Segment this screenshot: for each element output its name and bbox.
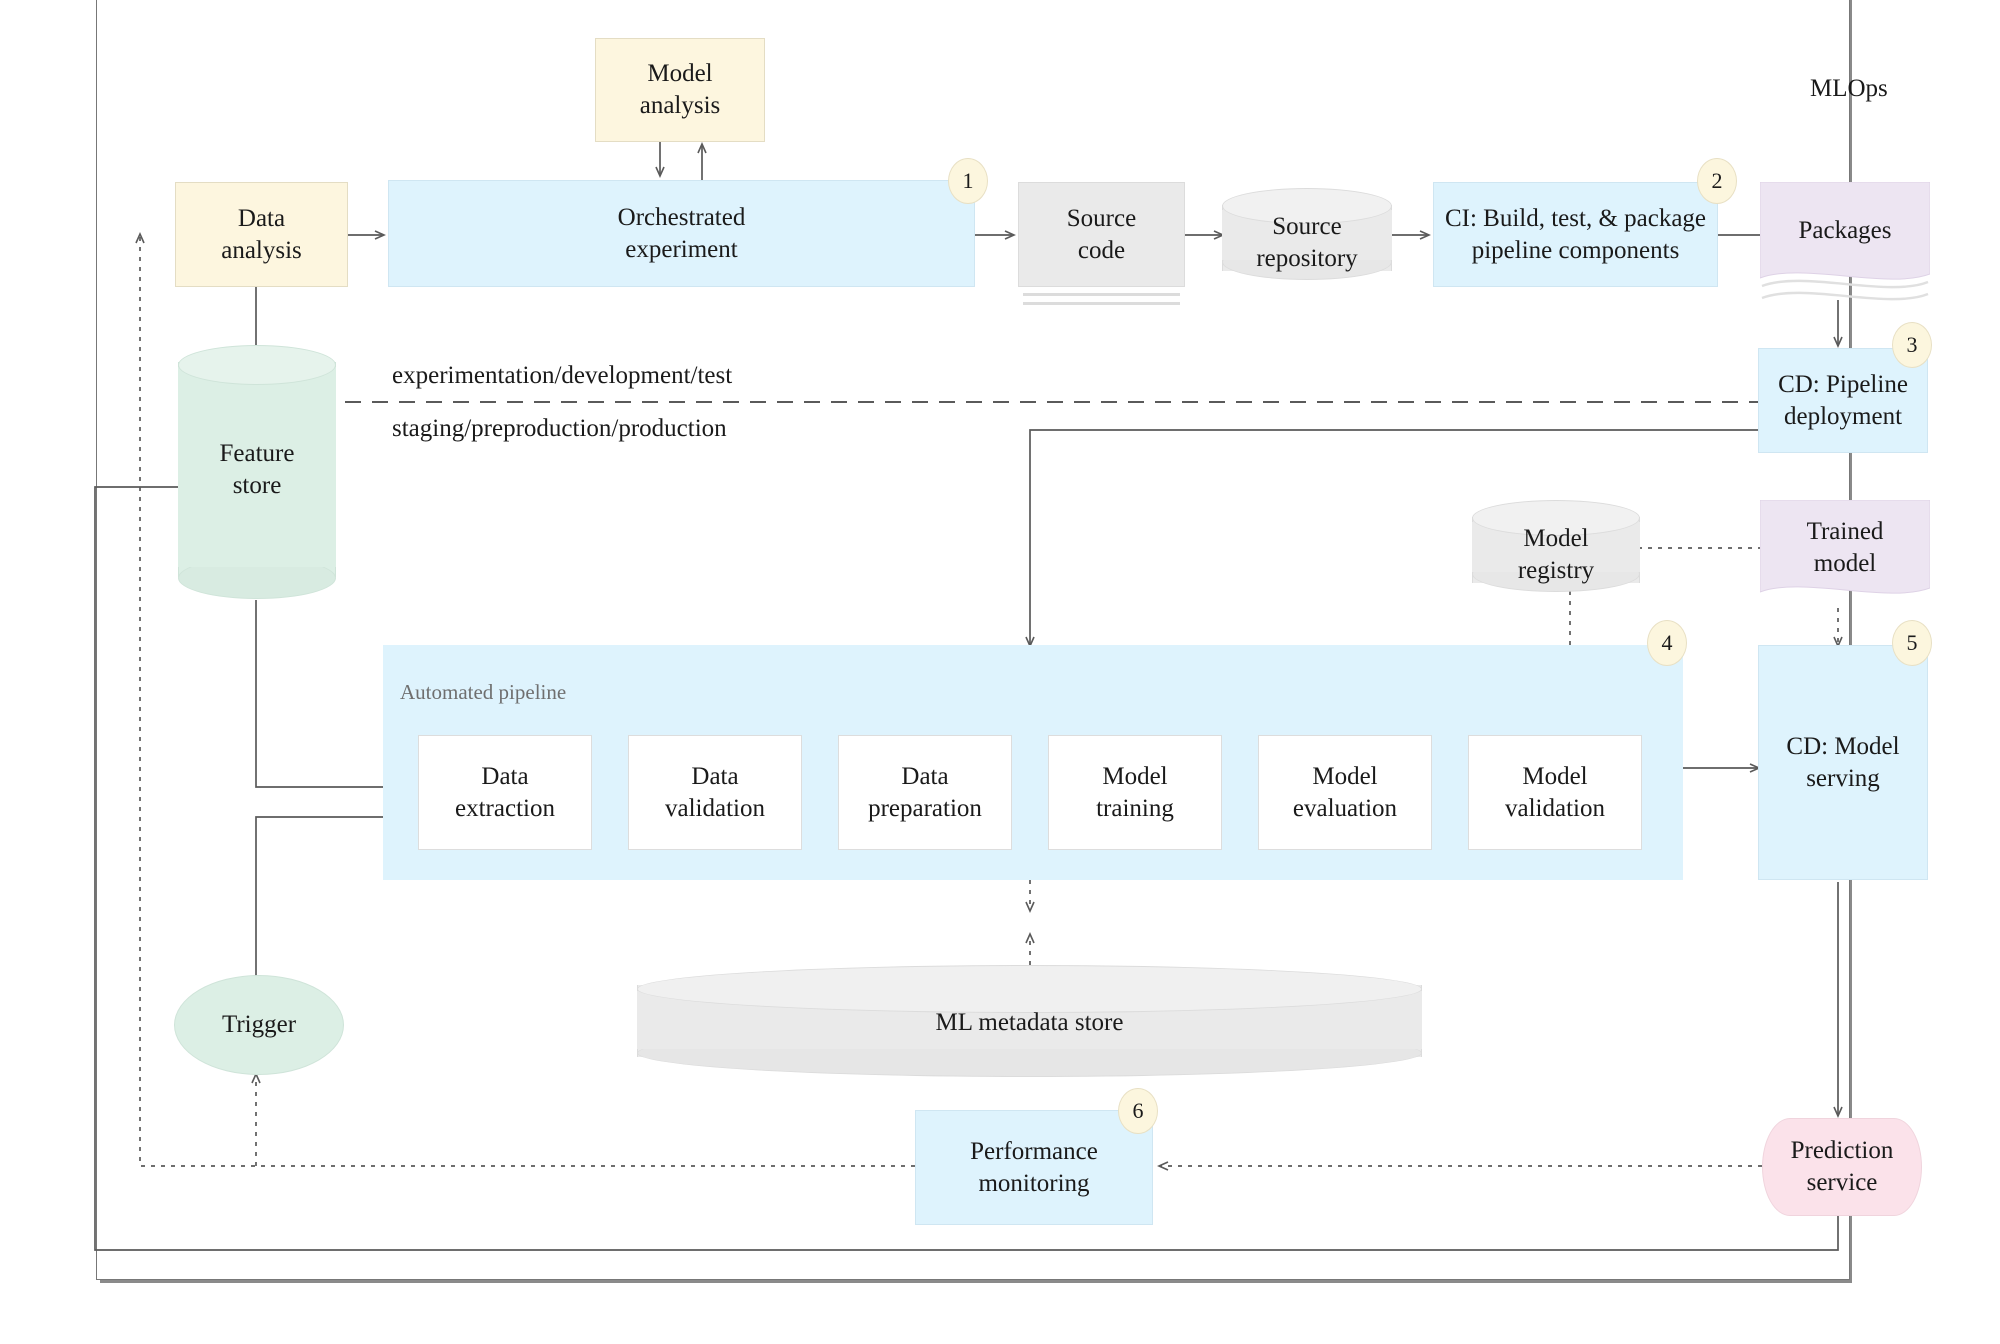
boundary-label-upper: experimentation/development/test xyxy=(392,362,733,389)
node-label: Trigger xyxy=(221,1011,297,1038)
badge-1: 1 xyxy=(948,158,988,204)
cylinder-top-cap xyxy=(637,965,1422,1013)
badge-number: 2 xyxy=(1711,168,1723,193)
cylinder-body-fill xyxy=(178,367,336,567)
node-label: ML metadata store xyxy=(935,1009,1124,1036)
source-code-stack-line-1 xyxy=(1023,293,1180,296)
badge-number: 4 xyxy=(1661,630,1673,655)
badge-3: 3 xyxy=(1892,322,1932,368)
badge-4: 4 xyxy=(1647,620,1687,666)
cylinder-top-cap xyxy=(1222,188,1392,224)
badge-6: 6 xyxy=(1118,1088,1158,1134)
node-label: Packages xyxy=(1798,217,1892,244)
automated-pipeline-group[interactable] xyxy=(383,645,1683,880)
boundary-label-lower: staging/preproduction/production xyxy=(392,415,727,442)
cylinder-top-cap xyxy=(178,345,336,385)
badge-2: 2 xyxy=(1697,158,1737,204)
badge-number: 1 xyxy=(962,168,974,193)
badge-number: 5 xyxy=(1906,630,1918,655)
cylinder-top-cap xyxy=(1472,500,1640,536)
node-trigger[interactable]: Trigger xyxy=(174,975,344,1075)
node-ml-metadata-store[interactable]: ML metadata store xyxy=(637,965,1422,1080)
page-title: MLOps xyxy=(1810,75,1888,102)
badge-number: 3 xyxy=(1906,332,1918,357)
source-code-stack-line-2 xyxy=(1023,302,1180,305)
node-packages[interactable]: Packages xyxy=(1759,181,1931,302)
badge-5: 5 xyxy=(1892,620,1932,666)
badge-number: 6 xyxy=(1132,1098,1144,1123)
automated-pipeline-label: Automated pipeline xyxy=(400,680,567,704)
